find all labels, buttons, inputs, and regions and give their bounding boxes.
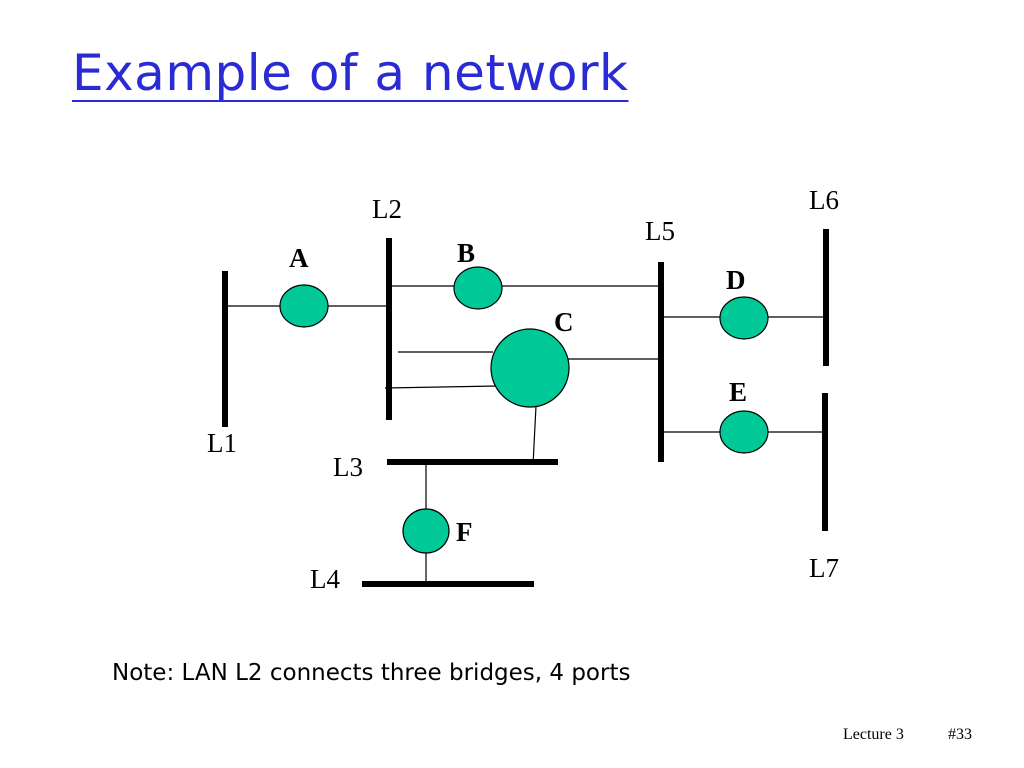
lan-label-l6: L6 — [809, 185, 839, 215]
lan-labels: L1 L2 L3 L4 L5 L6 L7 — [207, 185, 839, 594]
lan-label-l4: L4 — [310, 564, 340, 594]
bridge-labels: A B C D E F — [289, 238, 747, 547]
lan-segments — [222, 229, 829, 587]
bridge-e — [719, 410, 769, 454]
bridge-b — [453, 266, 503, 310]
bridge-label-a: A — [289, 243, 309, 273]
bridge-label-c: C — [554, 307, 574, 337]
lan-label-l2: L2 — [372, 194, 402, 224]
bridges — [279, 266, 769, 554]
bridge-d — [719, 296, 769, 340]
bridge-a — [279, 284, 329, 328]
bridge-label-e: E — [729, 377, 747, 407]
lan-label-l1: L1 — [207, 428, 237, 458]
lan-label-l5: L5 — [645, 216, 675, 246]
wire-c-l2-lower — [384, 385, 498, 389]
lan-label-l7: L7 — [809, 553, 839, 583]
slide-title: Example of a network — [72, 44, 629, 102]
footer-lecture: Lecture 3 — [843, 726, 904, 743]
footer-page-number: #33 — [948, 726, 972, 743]
slide-note: Note: LAN L2 connects three bridges, 4 p… — [112, 660, 631, 686]
bridge-f — [402, 508, 450, 554]
bridge-label-d: D — [726, 265, 746, 295]
bridge-label-f: F — [456, 517, 473, 547]
bridge-c — [490, 328, 570, 408]
bridge-label-b: B — [457, 238, 475, 268]
connection-wires — [225, 285, 826, 584]
wire-c-l3 — [532, 405, 537, 466]
lan-label-l3: L3 — [333, 452, 363, 482]
